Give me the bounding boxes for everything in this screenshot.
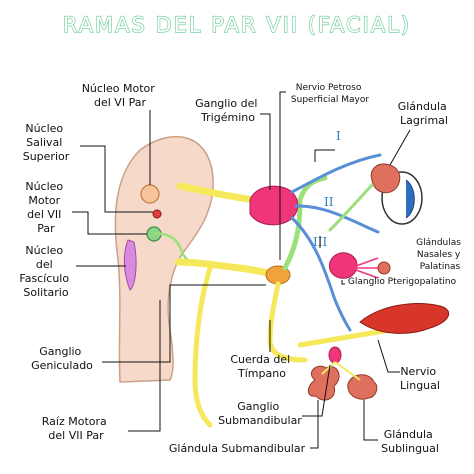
label-glandulas-nasales: Glándulas Nasales y Palatinas — [416, 238, 464, 272]
label-nucleo-fasciculo: Núcleo del Fascículo Solitario — [19, 244, 72, 299]
lengua — [359, 303, 450, 334]
leader-ganglio-trigemino — [260, 113, 271, 190]
leader-glandula-sublingual — [363, 400, 378, 441]
label-nucleo-motor-vii: Núcleo Motor del VII Par — [25, 180, 66, 235]
label-cuerda-timpano: Cuerda del Tímpano — [230, 353, 293, 380]
label-raiz-motora: Raíz Motora del VII Par — [42, 415, 111, 442]
label-glandula-lagrimal: Glándula Lagrimal — [398, 100, 451, 127]
leader-ganglio-geniculado — [102, 284, 266, 363]
rama-label-i: I — [336, 129, 341, 143]
ganglio-pterigopalatino — [329, 252, 358, 279]
ramas-glandulas-salivales — [321, 361, 361, 381]
nervio-facial-tronco — [174, 258, 279, 278]
cuerda-del-timpano — [267, 281, 308, 363]
label-ganglio-geniculado: Ganglio Geniculado — [31, 345, 93, 372]
nervio-lingual — [297, 327, 393, 348]
nucleo-motor-vi-par — [140, 184, 160, 204]
leader-glandula-submandibular — [310, 400, 319, 449]
glandula-submandibular — [307, 365, 340, 401]
label-ganglio-submandibular: Ganglio Submandibular — [218, 400, 302, 427]
nucleo-salival-superior — [152, 209, 162, 219]
ramas-nasales-palatinas — [355, 257, 380, 279]
label-nucleo-motor-vi: Núcleo Motor del VI Par — [82, 82, 159, 109]
leader-nervio-lingual — [377, 339, 400, 373]
rama-maxilar — [294, 204, 380, 234]
diagram-title: RAMAS DEL PAR VII (FACIAL) — [63, 13, 411, 37]
glandula-sublingual — [347, 374, 378, 400]
raiz-motora-vii-par — [192, 265, 213, 428]
label-ganglio-pterigopalatino: Glanglio Pterigopalatino — [348, 277, 457, 287]
raiz-trigemino — [176, 182, 259, 204]
ganglio-trigemino — [249, 185, 299, 226]
rama-i-bracket — [314, 149, 335, 162]
glandula-lagrimal — [370, 163, 401, 194]
leader-ganglio-pterigopalatino — [341, 280, 345, 285]
ganglio-submandibular — [328, 346, 342, 364]
rama-mandibular — [290, 216, 352, 332]
label-ganglio-trigemino: Ganglio del Trigémino — [195, 97, 261, 124]
label-nucleo-salival: Núcleo Salival Superior — [23, 122, 70, 163]
leader-glandula-lagrimal — [389, 129, 411, 166]
glandulas-nasales-icon — [377, 261, 391, 275]
rama-glandula-lagrimal — [328, 183, 374, 232]
leader-nervio-petroso — [279, 91, 286, 260]
leader-raiz-motora — [128, 300, 161, 432]
label-glandula-sublingual: Glándula Sublingual — [381, 428, 439, 455]
rama-oftalmica — [290, 153, 382, 194]
label-glandula-submandibular: Glándula Submandibular — [169, 442, 306, 455]
label-nervio-lingual: Nervio Lingual — [400, 365, 440, 392]
label-nervio-petroso: Nervio Petroso Superficial Mayor — [291, 83, 369, 105]
leader-nucleo-salival — [80, 145, 153, 213]
leader-ganglio-submandibular — [302, 364, 331, 417]
rama-label-ii: II — [324, 195, 334, 209]
nucleo-fasciculo-solitario — [123, 239, 137, 291]
leader-nucleo-motor-vii — [72, 211, 147, 235]
